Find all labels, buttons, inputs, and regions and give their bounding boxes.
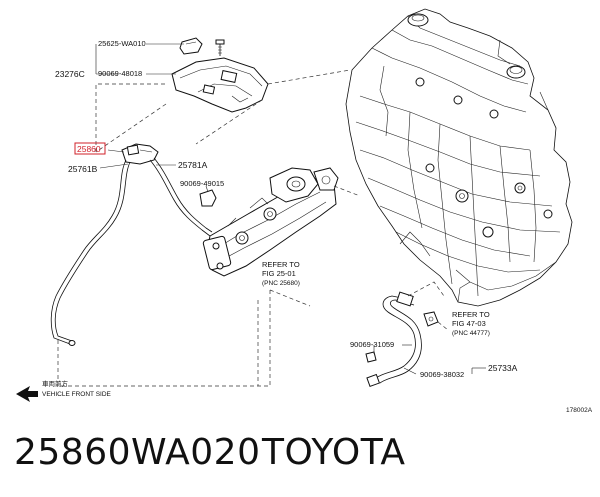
- callout-90069-38032: 90069-38032: [420, 370, 464, 379]
- part-number: 25860WA020: [14, 432, 261, 473]
- callout-90069-49015: 90069-49015: [180, 179, 224, 188]
- pipe-25733a: [365, 291, 439, 388]
- callout-25781a: 25781A: [178, 160, 208, 170]
- clamp-90069-49015: [199, 189, 217, 207]
- highlight-box: [74, 142, 106, 155]
- ref2-line3: (PNC 44777): [452, 330, 490, 337]
- refer-note-fig-47-03: REFER TO FIG 47-03 (PNC 44777): [452, 310, 490, 337]
- direction-label-jp: 車両前方: [42, 379, 69, 388]
- callout-90069-31059: 90069-31059: [350, 340, 394, 349]
- callout-25761b: 25761B: [68, 164, 98, 174]
- footer: 25860WA020 TOYOTA: [14, 428, 584, 488]
- refer-note-fig-25-01: REFER TO FIG 25-01 (PNC 25680): [262, 260, 300, 287]
- pressure-sensor-25860: [121, 143, 159, 165]
- engine-block: [345, 8, 573, 307]
- ref1-line1: REFER TO: [262, 260, 300, 269]
- vacuum-hoses: [50, 157, 213, 346]
- bolt-top: [215, 39, 225, 56]
- ref2-line1: REFER TO: [452, 310, 490, 319]
- ref2-line2: FIG 47-03: [452, 319, 486, 328]
- callout-23276c: 23276C: [55, 69, 85, 79]
- dashed-outline: [57, 69, 449, 387]
- callout-25733a: 25733A: [488, 363, 518, 373]
- callout-labels: 25625-WA010 23276C 90069-48018 25860 257…: [55, 39, 518, 379]
- parts-diagram: 25625-WA010 23276C 90069-48018 25860 257…: [16, 8, 593, 414]
- callout-90069-48018: 90069-48018: [98, 69, 142, 78]
- bracket-23276c: [171, 57, 269, 113]
- egr-cooler-assembly: [202, 167, 361, 277]
- ref1-line3: (PNC 25680): [262, 280, 300, 287]
- callout-25625: 25625-WA010: [98, 39, 146, 48]
- clip-25625: [179, 37, 203, 55]
- brand-name: TOYOTA: [262, 432, 406, 473]
- front-direction-arrow-icon: [16, 386, 38, 402]
- leader-lines: [95, 43, 486, 375]
- direction-label-en: VEHICLE FRONT SIDE: [42, 391, 112, 398]
- ref1-line2: FIG 25-01: [262, 269, 296, 278]
- callout-25860: 25860: [77, 144, 101, 154]
- figure-id: 178002A: [566, 407, 593, 414]
